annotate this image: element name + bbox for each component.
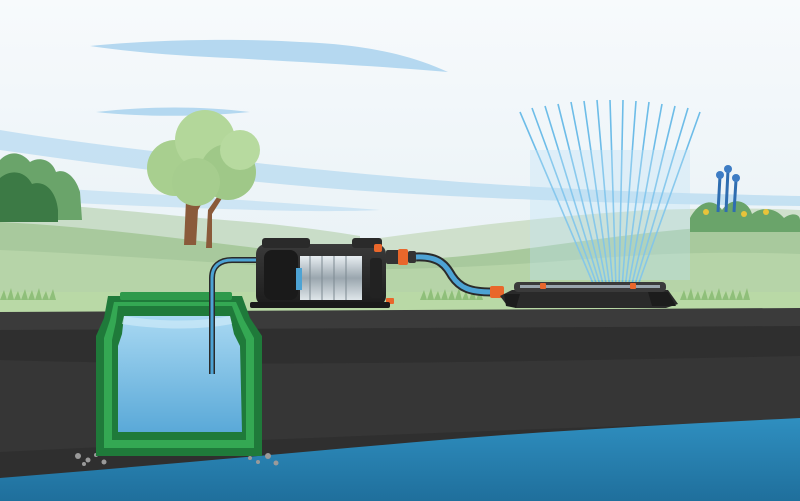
left-bushes [0, 153, 82, 222]
pump-accent [296, 268, 302, 290]
groundwater [0, 418, 800, 501]
underground-tank [96, 292, 262, 456]
tank-water [118, 316, 242, 432]
spray-mist [530, 150, 690, 280]
right-plants [690, 165, 800, 232]
surface-pump [250, 238, 394, 308]
oscillating-sprinkler [490, 282, 678, 308]
hose-connector [386, 249, 416, 265]
tree [147, 110, 260, 248]
water-spray [519, 99, 701, 289]
